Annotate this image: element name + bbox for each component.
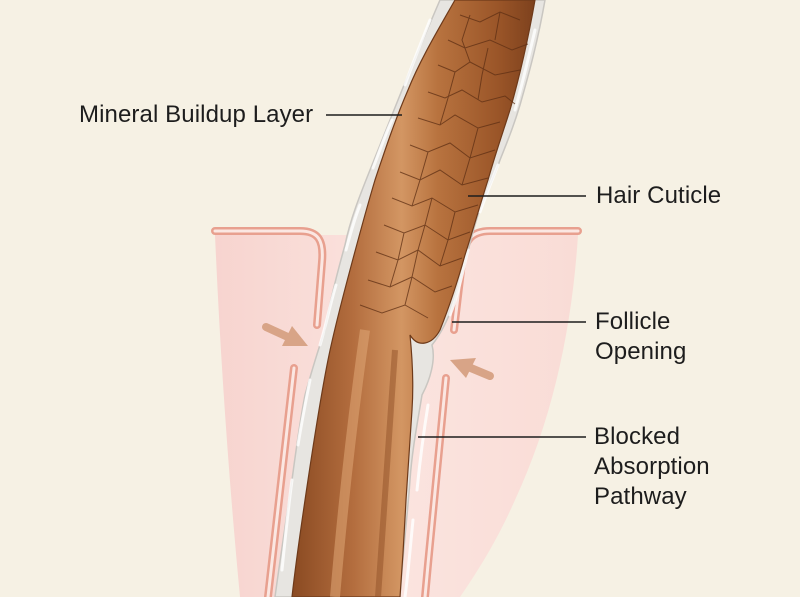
follicle-wall-left-top-inner <box>213 229 324 327</box>
label-blocked-line2: Absorption <box>594 453 710 480</box>
label-mineral-buildup-layer: Mineral Buildup Layer <box>79 101 314 128</box>
label-blocked-line3: Pathway <box>594 483 687 510</box>
cuticle-cracks <box>359 11 529 319</box>
label-follicle-opening-line1: Follicle <box>595 308 671 335</box>
arrow-left <box>262 323 308 346</box>
follicle-wall-right-lower-inner <box>423 376 448 597</box>
mineral-texture-right <box>403 28 537 597</box>
label-follicle-opening-line2: Opening <box>595 338 687 365</box>
follicle-wall-left-lower-inner <box>266 366 296 597</box>
arrow-right <box>450 358 494 380</box>
label-blocked-line1: Blocked <box>594 423 681 450</box>
hair-highlight <box>330 329 370 597</box>
hair-shadow <box>375 349 398 597</box>
mineral-texture-left <box>280 18 432 572</box>
label-hair-cuticle: Hair Cuticle <box>596 182 722 209</box>
